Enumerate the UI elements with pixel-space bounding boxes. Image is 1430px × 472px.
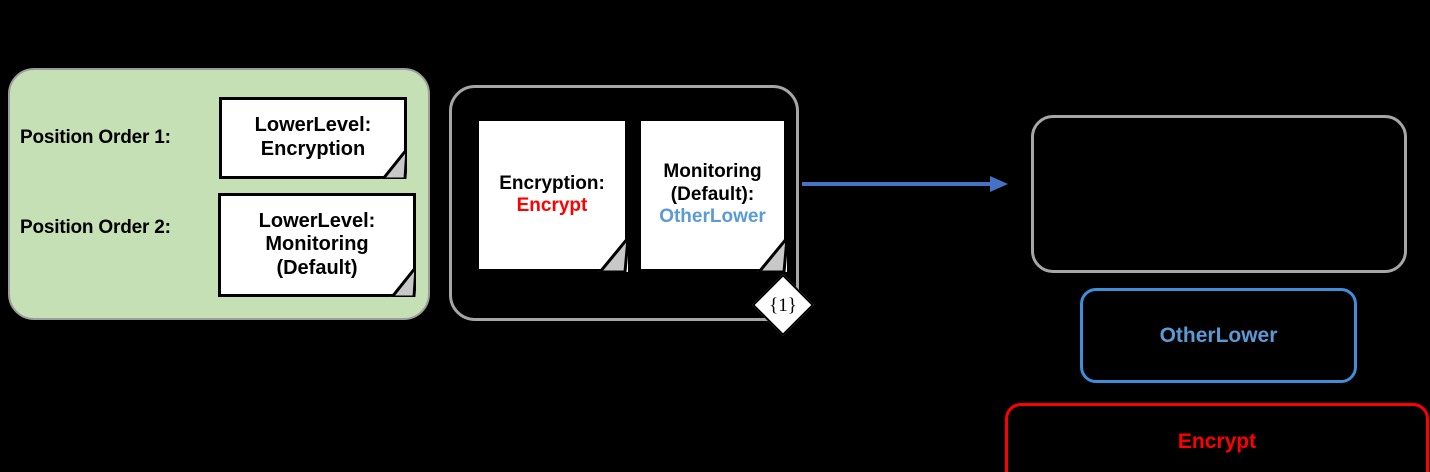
note-encryption-value: Encrypt <box>516 195 588 216</box>
position-order-1-label: Position Order 1: <box>20 127 171 148</box>
multiplicity-marker: {1} <box>751 273 815 337</box>
multiplicity-label: {1} <box>769 294 797 316</box>
result-box-otherlower-label: OtherLower <box>1159 323 1278 347</box>
note-monitoring-title: Monitoring (Default): <box>663 161 762 205</box>
note-encryption-encrypt: Encryption: Encrypt <box>476 118 628 272</box>
resolution-input-panel: Encryption: Encrypt Monitoring (Default)… <box>449 85 799 321</box>
result-box-encrypt-label: Encrypt <box>1177 430 1257 453</box>
flow-arrow <box>800 168 1015 200</box>
note-fold-icon <box>390 264 416 297</box>
position-order-panel: Position Order 1: LowerLevel: Encryption… <box>8 68 430 320</box>
note-monitoring-value: OtherLower <box>659 206 766 228</box>
result-box-empty <box>1031 115 1407 273</box>
arrow-right-icon <box>802 176 1008 192</box>
note-fold-icon <box>598 235 628 272</box>
position-order-2-label: Position Order 2: <box>20 217 171 238</box>
note-fold-icon <box>757 235 787 272</box>
note-monitoring-otherlower: Monitoring (Default): OtherLower <box>638 118 787 272</box>
note-lowerlevel-monitoring: LowerLevel: Monitoring (Default) <box>218 193 416 297</box>
note-encryption-title: Encryption: <box>499 172 605 194</box>
result-box-otherlower: OtherLower <box>1080 288 1357 383</box>
note-lowerlevel-encryption: LowerLevel: Encryption <box>219 97 407 179</box>
result-box-encrypt: Encrypt <box>1005 403 1429 472</box>
note-lowerlevel-monitoring-text: LowerLevel: Monitoring (Default) <box>258 209 376 279</box>
note-lowerlevel-encryption-text: LowerLevel: Encryption <box>254 114 372 160</box>
